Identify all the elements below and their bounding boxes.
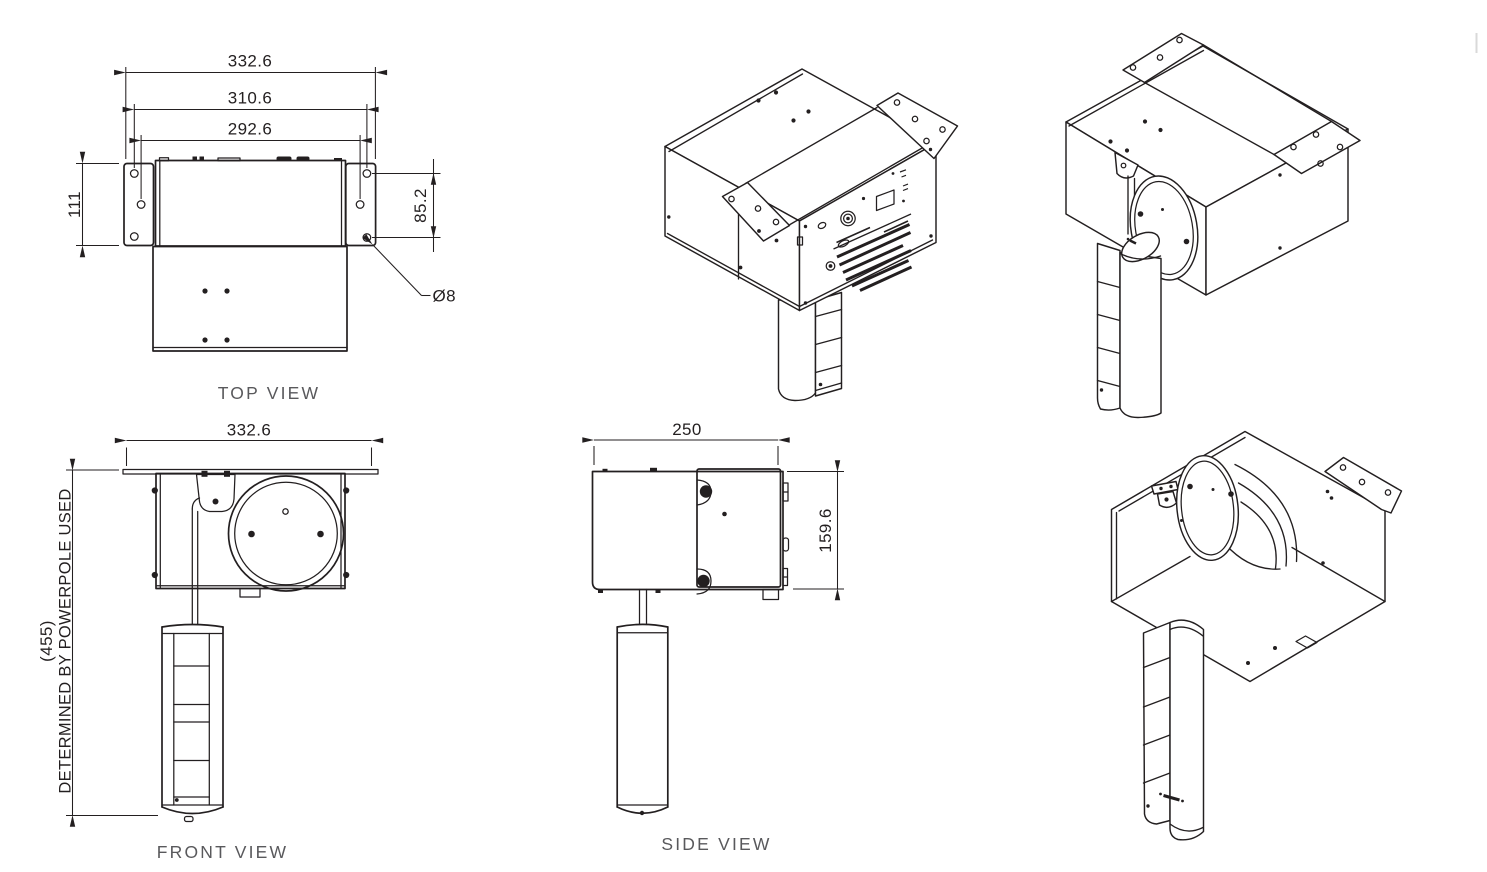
iso2-pole-bracket — [1114, 151, 1139, 179]
side-view-powerpole — [616, 623, 669, 816]
dim-top-hole-row-spacing: 85.2 — [411, 188, 430, 223]
round-connector — [840, 210, 856, 227]
iso3-powerpole — [1142, 619, 1205, 841]
iso1-control-panel — [796, 147, 933, 305]
front-view-powerpole — [161, 623, 224, 823]
callout-hole-diameter: Ø8 — [433, 287, 456, 306]
pill-button — [837, 239, 850, 248]
iso2-mounting-strap — [1122, 32, 1361, 175]
side-view-title: SIDE VIEW — [661, 834, 771, 854]
dim-front-height-note: DETERMINED BY POWERPOLE USED — [56, 488, 74, 793]
iso1-mounting-strap — [721, 92, 959, 242]
isometric-view-open-front — [1065, 32, 1361, 419]
dim-top-hole-span-inner: 292.6 — [228, 120, 273, 139]
iso2-powerpole — [1096, 231, 1162, 419]
dim-side-body-height: 159.6 — [816, 508, 835, 553]
front-view: 332.6 (455) DETERMINED BY POWERPOLE USED… — [37, 421, 384, 862]
dim-front-overall-width: 332.6 — [227, 421, 272, 440]
isometric-view-front — [664, 68, 959, 402]
front-view-title: FRONT VIEW — [157, 842, 289, 862]
iso3-mounting-plate — [1324, 456, 1403, 514]
indicator-lamp-hole — [817, 221, 827, 230]
dim-front-overall-height: (455) — [37, 620, 56, 662]
product-label-text-block — [833, 213, 913, 292]
front-view-part-outline — [122, 468, 379, 823]
top-view-title: TOP VIEW — [218, 383, 321, 403]
side-view-part-outline — [591, 467, 790, 816]
side-view: 250 159.6 SIDE VIEW — [582, 420, 844, 854]
top-view-dimensions: 332.6 310.6 292.6 111 85.2 — [65, 52, 456, 306]
isometric-view-bottom — [1110, 430, 1403, 841]
side-view-dimensions: 250 159.6 — [582, 420, 844, 601]
dim-side-overall-depth: 250 — [672, 420, 702, 439]
front-view-dimensions: 332.6 (455) DETERMINED BY POWERPOLE USED — [37, 421, 384, 827]
lower-connector — [825, 261, 836, 271]
top-view: 332.6 310.6 292.6 111 85.2 — [65, 52, 456, 404]
dim-top-overall-width: 332.6 — [228, 52, 273, 71]
dim-top-hole-span-outer: 310.6 — [228, 89, 273, 108]
iso3-cable-drum — [1175, 454, 1240, 562]
iso1-powerpole — [777, 291, 843, 402]
top-view-part-outline — [123, 156, 377, 352]
edge-latch — [796, 236, 804, 246]
dim-top-overall-depth: 111 — [65, 191, 84, 218]
display-window — [875, 189, 895, 212]
